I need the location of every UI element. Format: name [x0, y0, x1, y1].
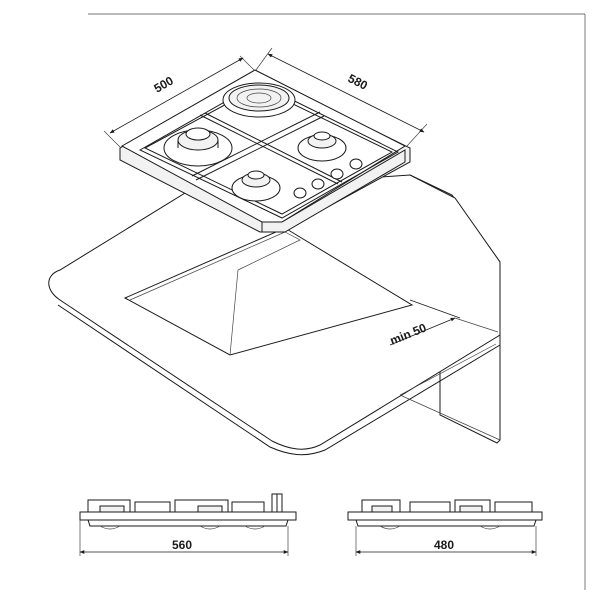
front-width-label: 560	[172, 538, 192, 552]
side-depth-label: 480	[434, 538, 454, 552]
control-knobs	[293, 158, 363, 199]
hob-front-view	[79, 493, 297, 530]
cutout-opening	[123, 227, 414, 356]
burner-front	[231, 170, 281, 202]
front-width-dimension: 560	[79, 520, 289, 556]
electric-hotplate	[222, 82, 296, 118]
burner-small-right	[297, 131, 347, 162]
side-depth-dimension: 480	[355, 526, 537, 556]
hob-side-view	[347, 499, 543, 530]
frame-corner	[88, 13, 586, 590]
depth-label: 500	[152, 73, 177, 95]
width-label: 580	[346, 71, 370, 93]
